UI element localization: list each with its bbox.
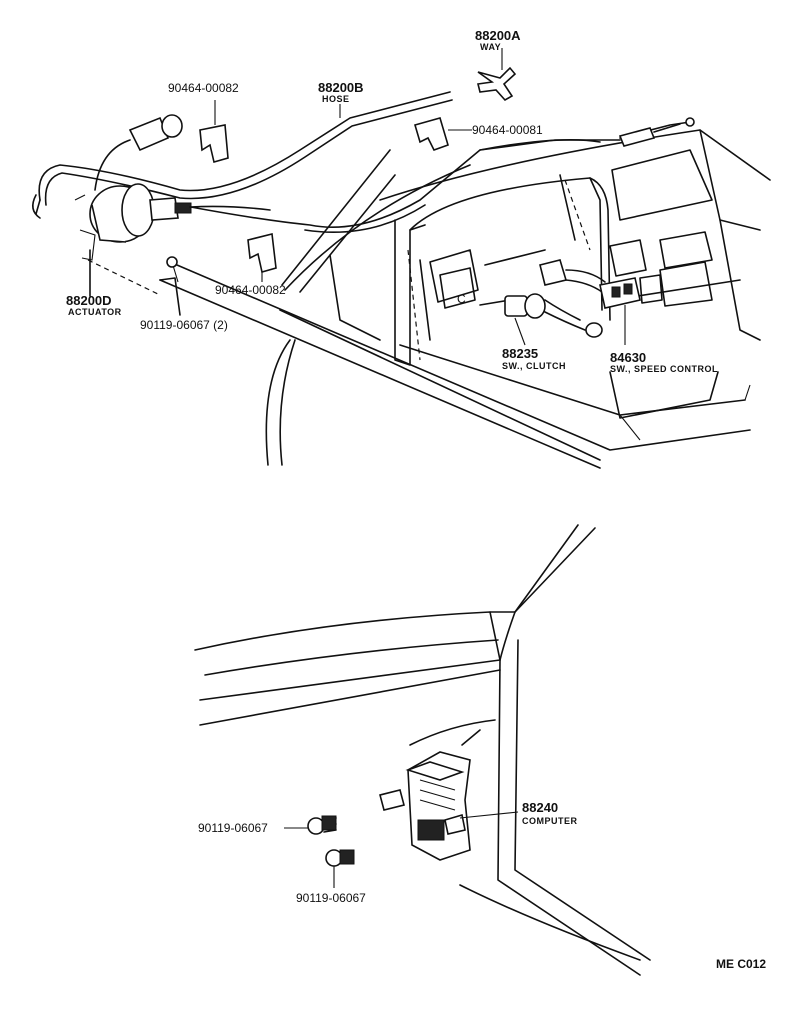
label-hose-name: HOSE	[322, 94, 350, 104]
label-clamp-top-right: 90464-00081	[472, 123, 543, 137]
label-speed-control-number: 84630	[610, 350, 646, 365]
bolt-actuator	[87, 249, 181, 316]
label-clutch-number: 88235	[502, 346, 538, 361]
speed-control-switch	[539, 259, 719, 419]
label-clamp-lower: 90464-00082	[215, 283, 286, 297]
switch-letter-c: C	[457, 292, 466, 306]
interior-panel	[194, 524, 651, 976]
label-bolt-computer-upper: 90119-06067	[198, 821, 268, 835]
actuator	[74, 114, 271, 261]
label-bolt-actuator: 90119-06067 (2)	[140, 318, 228, 332]
label-clamp-top-left: 90464-00082	[168, 81, 239, 95]
label-way-name: WAY	[480, 42, 501, 52]
way-fitting	[477, 48, 517, 102]
clamp-lower	[247, 233, 277, 282]
label-actuator-name: ACTUATOR	[68, 307, 122, 317]
bolt-computer-lower	[325, 849, 355, 888]
label-way-number: 88200A	[475, 28, 521, 43]
label-speed-control-name: SW., SPEED CONTROL	[610, 364, 718, 374]
label-bolt-computer-lower: 90119-06067	[296, 891, 366, 905]
label-computer-name: COMPUTER	[522, 816, 578, 826]
label-computer-number: 88240	[522, 800, 558, 815]
dashboard-outline	[159, 129, 771, 469]
clamp-top-right	[414, 117, 472, 151]
clamp-top-left	[199, 100, 229, 163]
support-braces	[281, 149, 471, 293]
diagram-code: ME C012	[716, 957, 766, 971]
clutch-switch	[479, 293, 603, 346]
cable-end	[618, 117, 695, 147]
cruise-computer	[379, 751, 519, 861]
label-clutch-name: SW., CLUTCH	[502, 361, 566, 371]
label-hose-number: 88200B	[318, 80, 364, 95]
bolt-computer-upper	[284, 815, 337, 835]
label-actuator-number: 88200D	[66, 293, 112, 308]
